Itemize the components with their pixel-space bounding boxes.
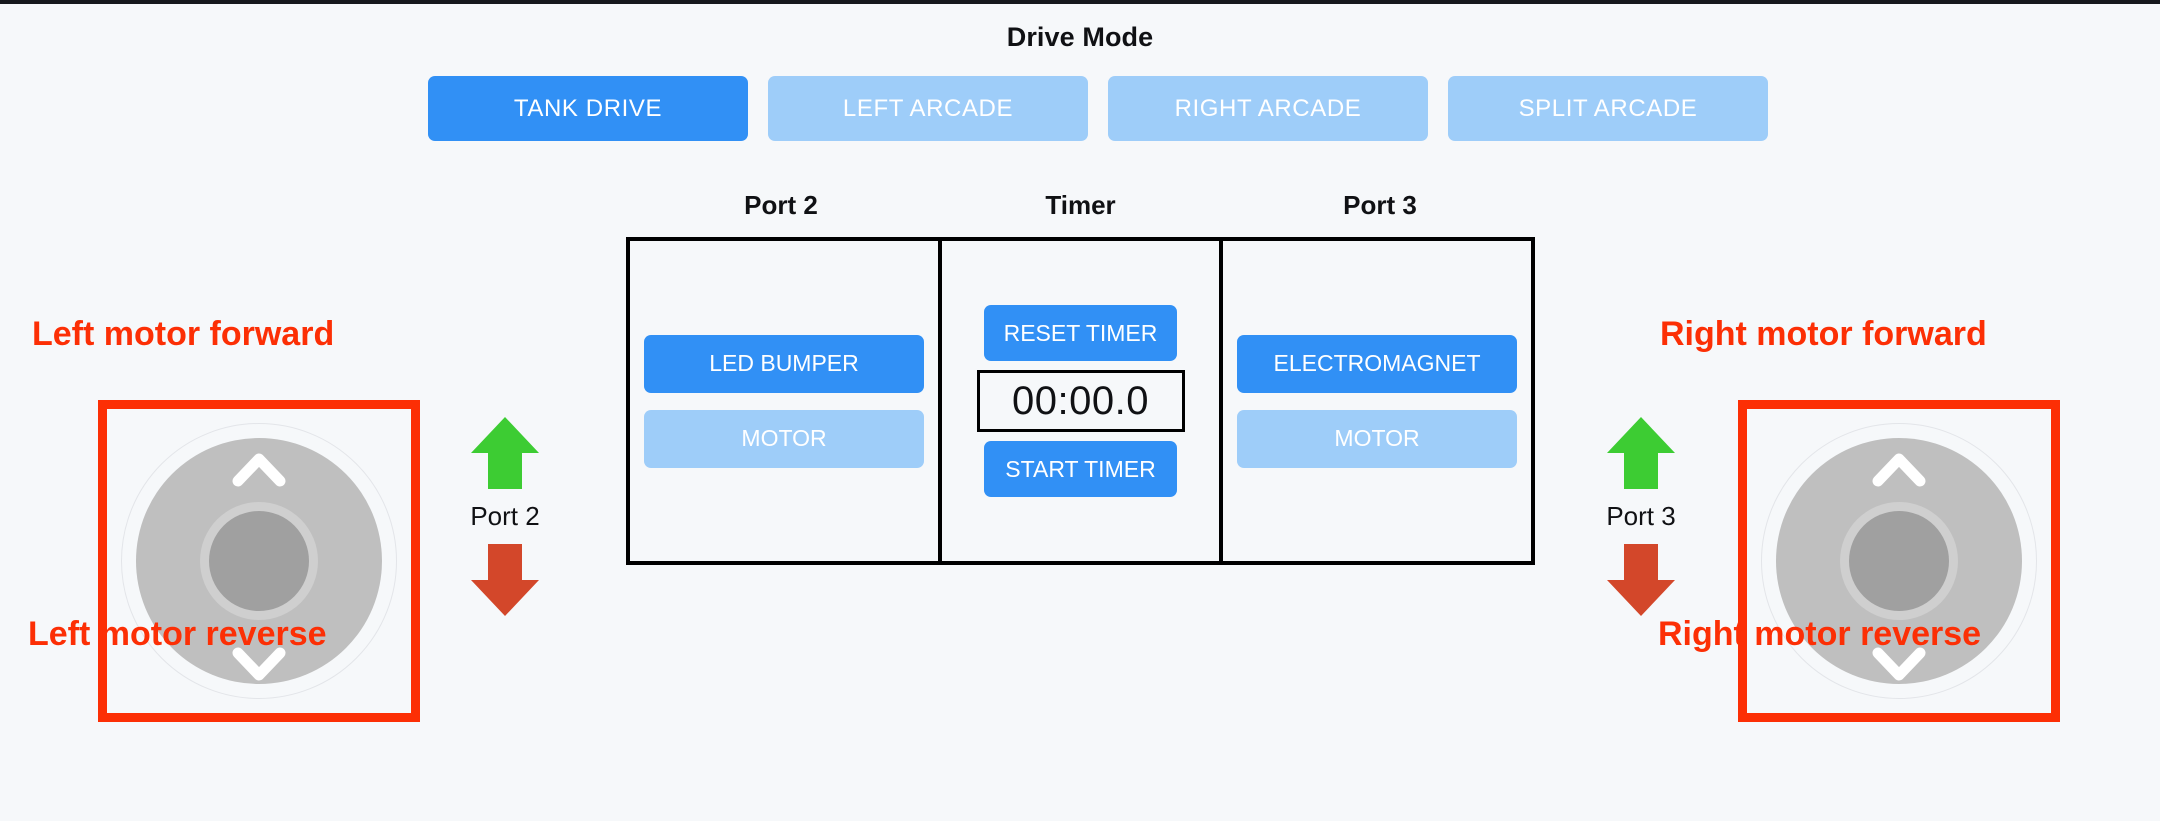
port3-panel: ELECTROMAGNET MOTOR — [1223, 241, 1531, 561]
timer-panel: RESET TIMER 00:00.0 START TIMER — [938, 241, 1223, 561]
port2-heading: Port 2 — [744, 190, 818, 220]
port2-motor-button[interactable]: MOTOR — [644, 409, 924, 468]
top-browser-bar — [0, 0, 2160, 4]
left-motor-reverse-annotation: Left motor reverse — [28, 615, 327, 653]
drive-mode-right-arcade-button[interactable]: RIGHT ARCADE — [1108, 76, 1428, 141]
port3-electromagnet-button[interactable]: ELECTROMAGNET — [1237, 334, 1517, 393]
left-port-indicator: Port 2 — [450, 415, 560, 618]
drive-mode-left-arcade-button[interactable]: LEFT ARCADE — [768, 76, 1088, 141]
left-port-label: Port 2 — [470, 501, 540, 531]
right-joystick-highlight-box — [1738, 400, 2060, 722]
drive-mode-button-group: TANK DRIVE LEFT ARCADE RIGHT ARCADE SPLI… — [428, 76, 1768, 141]
joystick-outline-ring — [1761, 423, 2037, 699]
right-motor-forward-annotation: Right motor forward — [1660, 315, 1987, 353]
arrow-up-icon — [1607, 417, 1675, 489]
chevron-up-icon — [232, 453, 286, 487]
reset-timer-button[interactable]: RESET TIMER — [984, 305, 1177, 361]
drive-mode-title: Drive Mode — [1006, 22, 1154, 52]
timer-display: 00:00.0 — [976, 370, 1185, 432]
chevron-up-icon — [1872, 453, 1926, 487]
panel-heading-row: Port 2 Timer Port 3 — [626, 190, 1535, 221]
joystick-outline-ring — [121, 423, 397, 699]
port2-panel: LED BUMPER MOTOR — [630, 241, 938, 561]
right-joystick[interactable] — [1747, 409, 2051, 713]
left-joystick[interactable] — [107, 409, 411, 713]
arrow-down-icon — [1607, 544, 1675, 616]
joystick-knob[interactable] — [209, 511, 309, 611]
chevron-down-icon — [1872, 647, 1926, 681]
port3-motor-button[interactable]: MOTOR — [1237, 409, 1517, 468]
right-motor-reverse-annotation: Right motor reverse — [1658, 615, 1982, 653]
start-timer-button[interactable]: START TIMER — [984, 441, 1177, 497]
arrow-up-icon — [471, 417, 539, 489]
right-port-indicator: Port 3 — [1586, 415, 1696, 618]
chevron-down-icon — [232, 647, 286, 681]
port3-heading: Port 3 — [1343, 190, 1417, 220]
joystick-knob[interactable] — [1849, 511, 1949, 611]
control-panel-box: LED BUMPER MOTOR RESET TIMER 00:00.0 STA… — [626, 237, 1535, 565]
arrow-down-icon — [471, 544, 539, 616]
port2-led-bumper-button[interactable]: LED BUMPER — [644, 334, 924, 393]
timer-heading: Timer — [1045, 190, 1116, 220]
right-port-label: Port 3 — [1606, 501, 1676, 531]
left-joystick-highlight-box — [98, 400, 420, 722]
drive-mode-split-arcade-button[interactable]: SPLIT ARCADE — [1448, 76, 1768, 141]
left-motor-forward-annotation: Left motor forward — [32, 315, 335, 353]
drive-mode-tank-drive-button[interactable]: TANK DRIVE — [428, 76, 748, 141]
